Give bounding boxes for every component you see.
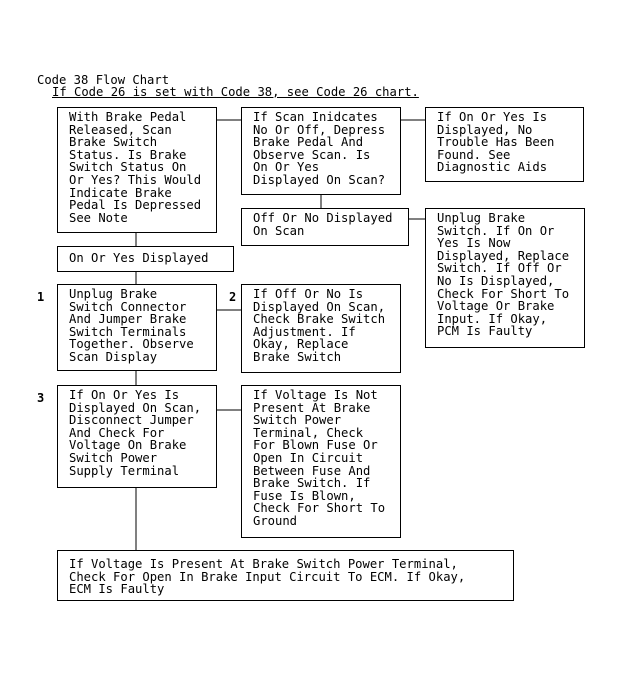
box-off-or-no-displayed: Off Or No Displayed On Scan — [241, 208, 409, 246]
step-number-1: 1 — [37, 290, 45, 304]
step-number-2: 2 — [229, 290, 237, 304]
box-check-supply-voltage: If On Or Yes Is Displayed On Scan, Disco… — [57, 385, 217, 488]
box-jumper-terminals: Unplug Brake Switch Connector And Jumper… — [57, 284, 217, 371]
step-number-3: 3 — [37, 391, 45, 405]
chart-title: Code 38 Flow Chart — [37, 73, 170, 87]
box-brake-pedal-released: With Brake Pedal Released, Scan Brake Sw… — [57, 107, 217, 233]
box-no-trouble-found: If On Or Yes Is Displayed, No Trouble Ha… — [425, 107, 584, 182]
box-depress-brake-pedal: If Scan Inidcates No Or Off, Depress Bra… — [241, 107, 401, 195]
box-voltage-not-present: If Voltage Is Not Present At Brake Switc… — [241, 385, 401, 538]
box-unplug-brake-switch: Unplug Brake Switch. If On Or Yes Is Now… — [425, 208, 585, 348]
box-on-or-yes-displayed: On Or Yes Displayed — [57, 246, 234, 272]
box-check-adjustment: If Off Or No Is Displayed On Scan, Check… — [241, 284, 401, 373]
chart-subtitle: If Code 26 is set with Code 38, see Code… — [52, 85, 419, 99]
box-voltage-present: If Voltage Is Present At Brake Switch Po… — [57, 550, 514, 601]
